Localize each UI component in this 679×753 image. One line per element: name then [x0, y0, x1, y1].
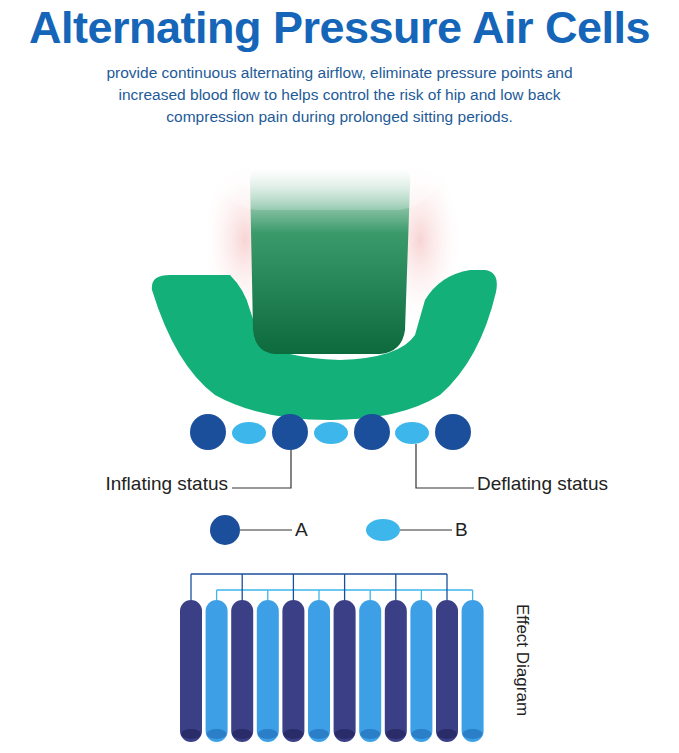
- air-cell-cylinder: [359, 600, 381, 742]
- legend-line: [400, 529, 452, 530]
- legend-swatch: [210, 515, 240, 545]
- cylinder-end: [309, 729, 329, 739]
- bracket-line: [190, 574, 191, 600]
- bracket-line: [344, 574, 345, 600]
- bracket-line: [216, 590, 217, 600]
- bracket-line: [318, 590, 319, 600]
- bracket-line: [267, 590, 268, 600]
- air-cell-cylinder: [308, 600, 330, 742]
- air-cell-cylinder: [385, 600, 407, 742]
- air-cell-cylinder: [282, 600, 304, 742]
- bracket-line: [395, 574, 396, 600]
- cylinder-end: [463, 729, 483, 739]
- cylinder-end: [335, 729, 355, 739]
- bracket-line: [242, 574, 243, 600]
- legend-text: A: [295, 519, 308, 541]
- bracket-line: [191, 573, 447, 574]
- cylinder-end: [207, 729, 227, 739]
- legend-line: [240, 529, 292, 530]
- bracket-line: [370, 590, 371, 600]
- cylinder-end: [411, 729, 431, 739]
- air-cell-cylinder: [436, 600, 458, 742]
- air-cell-cylinder: [257, 600, 279, 742]
- shoulders: [214, 146, 441, 210]
- title: Alternating Pressure Air Cells: [0, 2, 679, 54]
- air-cell-cylinder: [231, 600, 253, 742]
- status-label: Inflating status: [105, 473, 228, 495]
- effect-cylinders: [180, 574, 484, 742]
- cylinder-end: [360, 729, 380, 739]
- status-label: Deflating status: [477, 473, 608, 495]
- leader-line: [416, 444, 474, 488]
- cylinder-end: [181, 729, 201, 739]
- legend-text: B: [455, 519, 468, 541]
- leader-line: [232, 450, 291, 488]
- section-label: Effect Diagram: [512, 604, 532, 716]
- legend-swatch: [366, 519, 400, 541]
- cylinder-end: [283, 729, 303, 739]
- air-cell-cylinder: [334, 600, 356, 742]
- cylinder-end: [386, 729, 406, 739]
- bracket-line: [293, 574, 294, 600]
- cylinder-end: [258, 729, 278, 739]
- air-cell-cylinder: [206, 600, 228, 742]
- bracket-line: [421, 590, 422, 600]
- caption: provide continuous alternating airflow, …: [80, 62, 599, 128]
- cylinder-end: [232, 729, 252, 739]
- bracket-line: [472, 590, 473, 600]
- air-cell-cylinder: [180, 600, 202, 742]
- bracket-line: [446, 574, 447, 600]
- air-cell-cylinder: [410, 600, 432, 742]
- air-cell-cylinder: [462, 600, 484, 742]
- cylinder-end: [437, 729, 457, 739]
- air-cells: [190, 414, 471, 450]
